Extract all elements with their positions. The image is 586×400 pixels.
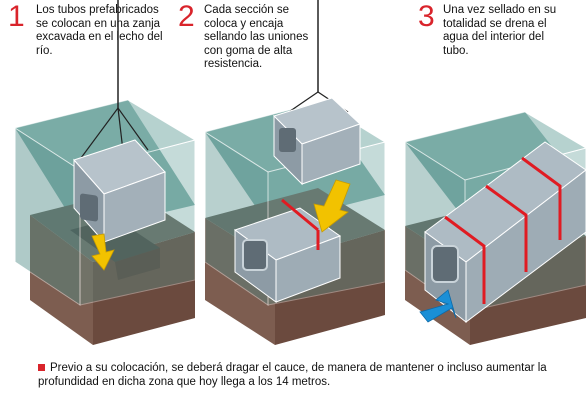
footnote-text: Previo a su colocación, se deberá dragar…: [38, 362, 547, 388]
step-1-description: Los tubos prefabricados se colocan en un…: [36, 4, 163, 57]
step-1-number: 1: [8, 0, 25, 33]
yellow-down-arrow-1: [91, 233, 115, 271]
step-3-description: Una vez sellado en su totalidad se drena…: [443, 4, 557, 57]
footnote-bullet: [38, 364, 45, 371]
panel-2-placed-tube: [233, 198, 342, 303]
installation-diagram: [13, 0, 586, 345]
panel-1-tube: [73, 0, 166, 244]
step-2-number: 2: [178, 0, 195, 33]
step-2-description: Cada sección se coloca y encaja sellando…: [204, 4, 309, 70]
step-3-number: 3: [418, 0, 435, 33]
panel-2-hanging-tube: [273, 0, 361, 186]
footnote: Previo a su colocación, se deberá dragar…: [38, 361, 578, 389]
yellow-arrow-2: [313, 179, 351, 233]
panel-3-sealed-tube: [424, 141, 586, 324]
blue-drain-arrow: [419, 289, 457, 323]
